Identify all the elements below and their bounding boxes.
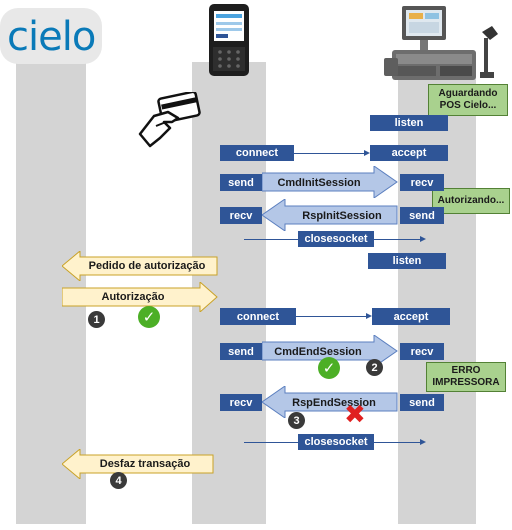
connect-1-line bbox=[294, 153, 364, 154]
cielo-logo: cielo bbox=[0, 8, 102, 64]
pos-terminal-icon bbox=[209, 4, 249, 76]
label-send-3: send bbox=[220, 343, 262, 360]
pdv-computer-icon bbox=[384, 6, 498, 80]
step-2-badge: 2 bbox=[366, 359, 383, 376]
arrow-desfaz-transacao bbox=[62, 449, 214, 479]
label-send-2: send bbox=[400, 207, 444, 224]
label-send-4: send bbox=[400, 394, 444, 411]
hand-card-icon bbox=[138, 92, 201, 148]
label-closesocket-2: closesocket bbox=[298, 434, 374, 450]
note-aguardando: Aguardando POS Cielo... bbox=[428, 84, 508, 116]
arrow-rspendsession bbox=[262, 386, 398, 418]
label-recv-2: recv bbox=[220, 207, 262, 224]
arrow-desfaz-transacao-label: Desfaz transação bbox=[99, 458, 191, 470]
failure-x-icon: ✖ bbox=[344, 400, 366, 430]
closesocket-1-arrowhead bbox=[420, 236, 426, 242]
arrow-rspinitsession bbox=[262, 199, 398, 231]
step-1-badge: 1 bbox=[88, 311, 105, 328]
step-3-badge: 3 bbox=[288, 412, 305, 429]
arrow-autorizacao bbox=[62, 282, 218, 312]
label-send-1: send bbox=[220, 174, 262, 191]
arrow-pedido-autorizacao bbox=[62, 251, 218, 281]
arrow-cmdinitsession-label: CmdInitSession bbox=[277, 176, 361, 189]
arrow-cmdinitsession bbox=[262, 166, 398, 198]
connect-2-arrowhead bbox=[366, 313, 372, 319]
step-4-badge: 4 bbox=[110, 472, 127, 489]
label-recv-4: recv bbox=[220, 394, 262, 411]
arrow-pedido-autorizacao-label: Pedido de autorização bbox=[88, 260, 206, 272]
note-autorizando: Autorizando... bbox=[432, 188, 510, 214]
note-erro-impressora: ERRO IMPRESSORA bbox=[426, 362, 506, 392]
label-recv-3: recv bbox=[400, 343, 444, 360]
label-closesocket-1: closesocket bbox=[298, 231, 374, 247]
arrow-cmdendsession bbox=[262, 335, 398, 367]
label-accept-1: accept bbox=[370, 145, 448, 161]
lane-pdv bbox=[398, 62, 476, 524]
success-check-icon: ✓ bbox=[138, 306, 160, 328]
label-recv-1: recv bbox=[400, 174, 444, 191]
label-listen-2: listen bbox=[368, 253, 446, 269]
connect-1-arrowhead bbox=[364, 150, 370, 156]
label-listen-1: listen bbox=[370, 115, 448, 131]
arrow-cmdendsession-label: CmdEndSession bbox=[274, 345, 362, 358]
connect-2-line bbox=[296, 316, 366, 317]
arrow-rspinitsession-label: RspInitSession bbox=[302, 209, 382, 222]
arrow-rspendsession-label: RspEndSession bbox=[292, 396, 376, 409]
closesocket-2-arrowhead bbox=[420, 439, 426, 445]
cielo-logo-text: cielo bbox=[7, 14, 96, 60]
label-accept-2: accept bbox=[372, 308, 450, 325]
arrow-autorizacao-label: Autorização bbox=[101, 291, 165, 303]
label-connect-2: connect bbox=[220, 308, 296, 325]
success-check-icon: ✓ bbox=[318, 357, 340, 379]
label-connect-1: connect bbox=[220, 145, 294, 161]
